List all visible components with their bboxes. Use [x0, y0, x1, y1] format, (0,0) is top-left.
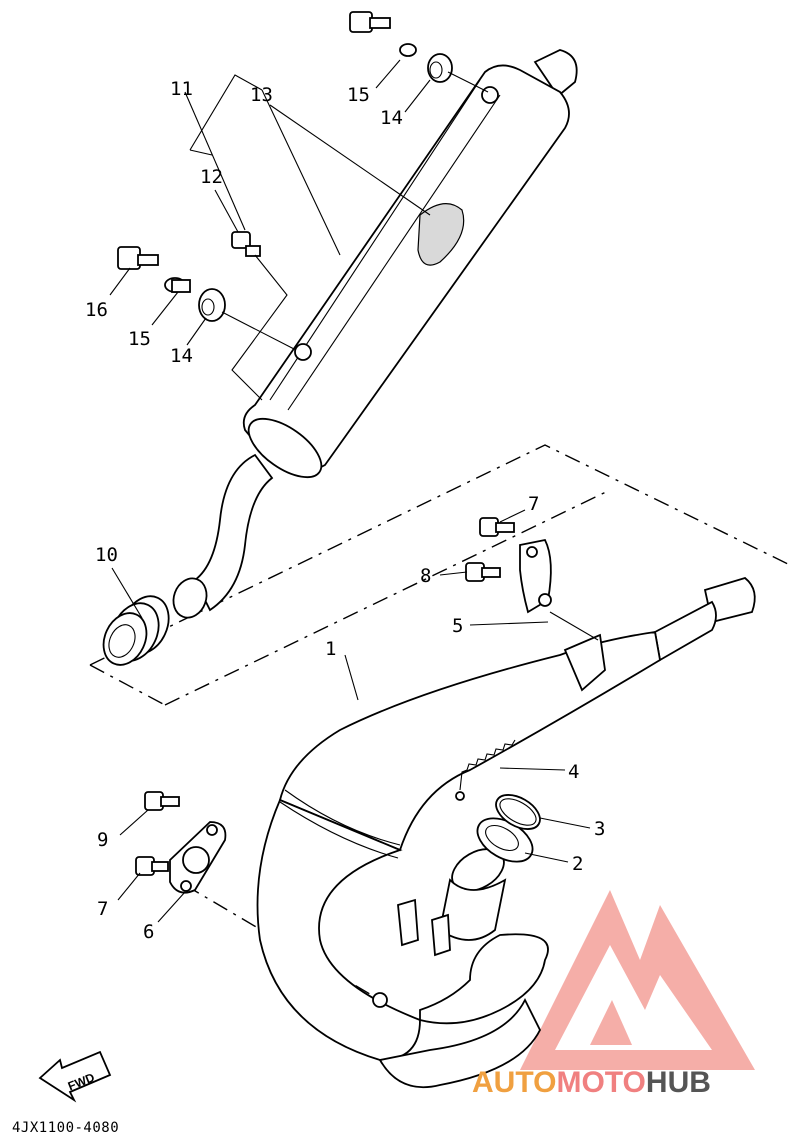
- label-3: 3: [594, 818, 605, 840]
- label-6: 6: [143, 921, 154, 943]
- label-15-upper: 15: [347, 84, 370, 106]
- label-2: 2: [572, 853, 583, 875]
- o-ring: [495, 794, 541, 830]
- watermark-auto: AUTO: [472, 1066, 556, 1099]
- drawing-code: 4JX1100-4080: [12, 1120, 119, 1136]
- label-15-lower: 15: [128, 328, 151, 350]
- mount-hardware-lower: [117, 231, 297, 351]
- watermark-moto: MOTO: [556, 1066, 645, 1099]
- label-10: 10: [95, 544, 118, 566]
- stay-lower: [169, 821, 227, 894]
- label-14-lower: 14: [170, 345, 193, 367]
- bolts-upper: [465, 517, 515, 582]
- spring: [455, 739, 516, 801]
- label-7-lower: 7: [97, 898, 108, 920]
- label-16: 16: [85, 299, 108, 321]
- stay-upper: [519, 538, 599, 641]
- label-12: 12: [200, 166, 223, 188]
- label-13: 13: [250, 84, 273, 106]
- label-8: 8: [420, 565, 431, 587]
- label-11: 11: [170, 78, 193, 100]
- label-7-upper: 7: [528, 493, 539, 515]
- watermark-logo: [520, 890, 755, 1070]
- fwd-arrow-icon: FWD: [38, 1050, 112, 1103]
- silencer-label: [417, 203, 465, 266]
- label-14-upper: 14: [380, 107, 403, 129]
- leader-lines: [109, 59, 591, 923]
- label-1: 1: [325, 638, 336, 660]
- leader-brackets: [184, 74, 431, 401]
- part-number-labels: 1 2 3 4 5 6 7 7 8 9 10 11 12 13 14 14 15…: [85, 78, 605, 943]
- silencer: [172, 49, 578, 619]
- exhaust-pipe: [256, 577, 756, 1089]
- watermark-text: AUTOMOTOHUB: [472, 1066, 711, 1099]
- label-4: 4: [568, 761, 579, 783]
- silencer-joint: [102, 595, 170, 666]
- gasket: [476, 817, 534, 863]
- label-9: 9: [97, 829, 108, 851]
- bolts-lower: [135, 791, 180, 876]
- svg-text:AUTOMOTOHUB: AUTOMOTOHUB: [472, 1066, 711, 1099]
- mount-hardware-top: [349, 11, 489, 93]
- watermark-hub: HUB: [646, 1066, 711, 1099]
- label-5: 5: [452, 615, 463, 637]
